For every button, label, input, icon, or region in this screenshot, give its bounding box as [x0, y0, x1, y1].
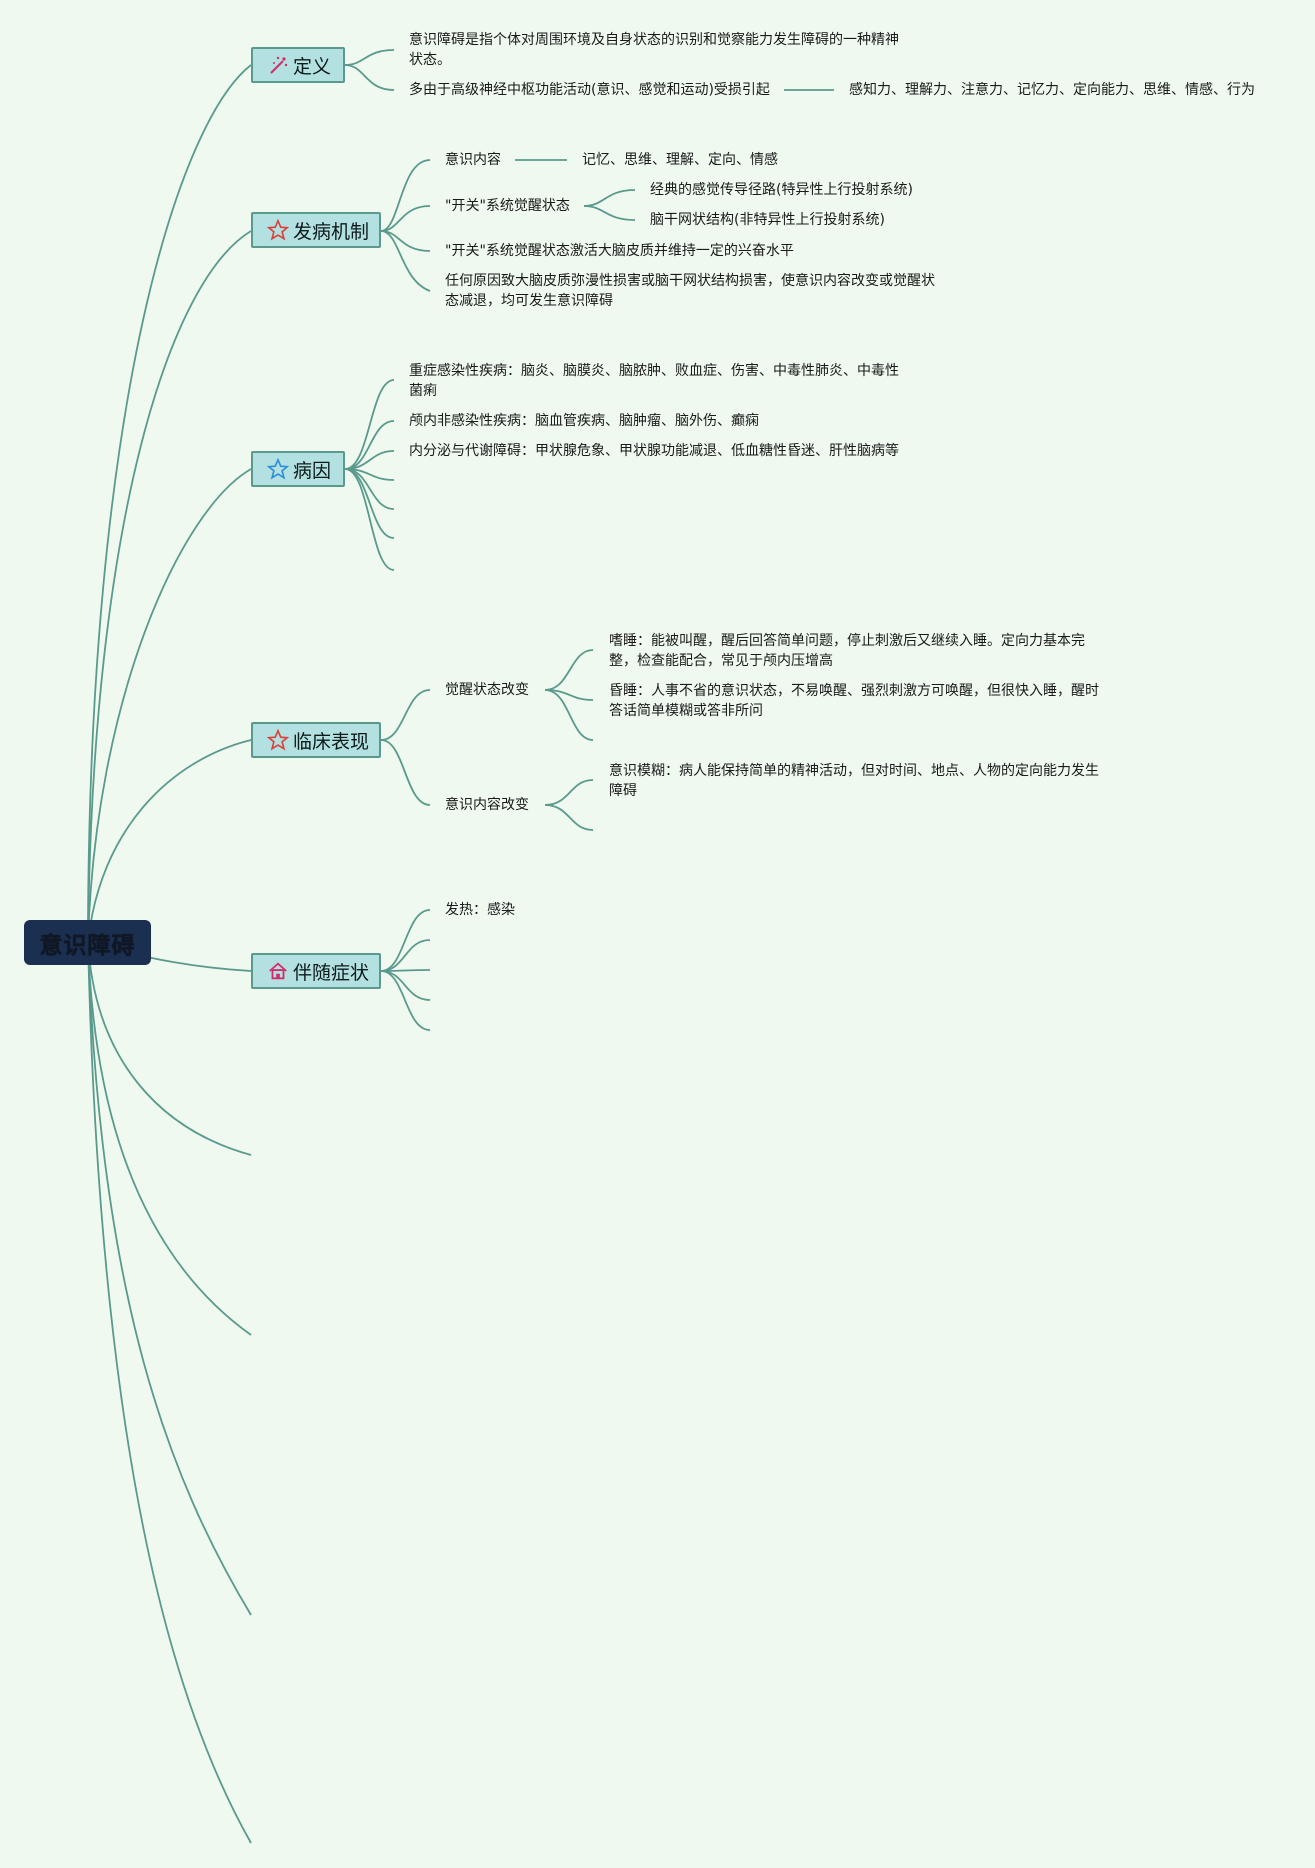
magic-wand-icon — [267, 54, 289, 76]
topic-label: 病因 — [293, 459, 332, 482]
clinical-arousal: 觉醒状态改变 — [445, 682, 529, 698]
star-outline-icon — [266, 218, 290, 241]
topic-definition[interactable]: 定义 — [251, 47, 345, 83]
clinical-arousal-item: 昏睡：人事不省的意识状态，不易唤醒、强烈刺激方可唤醒，但很快入睡，醒时答话简单模… — [609, 683, 1099, 719]
clinical-arousal-item: 嗜睡：能被叫醒，醒后回答简单问题，停止刺激后又继续入睡。定向力基本完整，检查能配… — [609, 633, 1085, 669]
topic-clinical[interactable]: 临床表现 — [251, 722, 381, 758]
star-outline-icon — [266, 457, 290, 480]
definition-cause: 多由于高级神经中枢功能活动(意识、感觉和运动)受损引起 — [409, 82, 770, 98]
star-outline-icon — [266, 728, 290, 751]
topic-label: 定义 — [293, 55, 332, 78]
root-node[interactable]: 意识障碍 — [24, 920, 151, 965]
mechanism-switch: "开关"系统觉醒状态 — [445, 198, 570, 214]
topic-mechanism[interactable]: 发病机制 — [251, 212, 381, 248]
home-icon — [267, 960, 289, 982]
mechanism-activation: "开关"系统觉醒状态激活大脑皮质并维持一定的兴奋水平 — [445, 243, 794, 259]
definition-detail: 感知力、理解力、注意力、记忆力、定向能力、思维、情感、行为 — [849, 82, 1255, 98]
mechanism-content: 意识内容 — [445, 152, 501, 168]
mechanism-content-detail: 记忆、思维、理解、定向、情感 — [582, 152, 778, 168]
etiology-item: 内分泌与代谢障碍：甲状腺危象、甲状腺功能减退、低血糖性昏迷、肝性脑病等 — [409, 443, 899, 459]
topic-etiology[interactable]: 病因 — [251, 451, 345, 487]
mechanism-damage: 任何原因致大脑皮质弥漫性损害或脑干网状结构损害，使意识内容改变或觉醒状态减退，均… — [445, 273, 935, 309]
clinical-content-item: 意识模糊：病人能保持简单的精神活动，但对时间、地点、人物的定向能力发生障碍 — [609, 763, 1099, 799]
symptom-item: 发热：感染 — [445, 902, 515, 918]
topic-label: 临床表现 — [293, 730, 370, 753]
topic-symptoms[interactable]: 伴随症状 — [251, 953, 381, 989]
definition-text: 意识障碍是指个体对周围环境及自身状态的识别和觉察能力发生障碍的一种精神状态。 — [409, 32, 899, 68]
mechanism-switch-item: 脑干网状结构(非特异性上行投射系统) — [650, 212, 885, 228]
etiology-item: 重症感染性疾病：脑炎、脑膜炎、脑脓肿、败血症、伤害、中毒性肺炎、中毒性菌痢 — [409, 363, 899, 399]
topic-label: 发病机制 — [293, 220, 370, 243]
mechanism-switch-item: 经典的感觉传导径路(特异性上行投射系统) — [650, 182, 913, 198]
etiology-item: 颅内非感染性疾病：脑血管疾病、脑肿瘤、脑外伤、癫痫 — [409, 413, 759, 429]
clinical-content: 意识内容改变 — [445, 797, 529, 813]
topic-label: 伴随症状 — [293, 961, 370, 984]
